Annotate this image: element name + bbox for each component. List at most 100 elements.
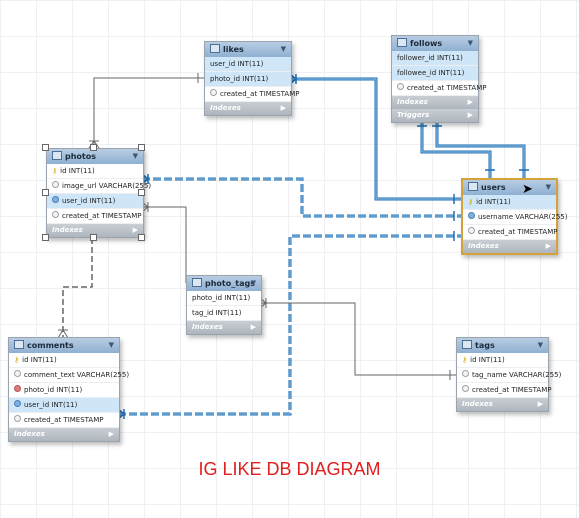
column-label: created_at TIMESTAMP <box>62 212 142 220</box>
chevron-down-icon[interactable]: ▼ <box>250 279 256 287</box>
triangle-right-icon: ▶ <box>467 111 473 119</box>
link-follows-users-a <box>420 123 492 178</box>
column-row[interactable]: photo_id INT(11) <box>205 72 291 87</box>
column-row[interactable]: created_at TIMESTAMP <box>47 209 143 224</box>
table-name: tags <box>475 341 495 350</box>
column-row[interactable]: photo_id INT(11) <box>9 383 119 398</box>
diagram-caption: IG LIKE DB DIAGRAM <box>198 459 381 479</box>
table-likes[interactable]: likes ▼ user_id INT(11) photo_id INT(11)… <box>204 41 299 116</box>
table-photo-tags[interactable]: photo_tags ▼ photo_id INT(11) tag_id INT… <box>186 275 262 335</box>
table-users[interactable]: users ▼ ⚷id INT(11) username VARCHAR(255… <box>461 178 568 255</box>
selection-handle[interactable] <box>138 144 145 151</box>
selection-handle[interactable] <box>138 189 145 196</box>
column-dot-icon <box>52 211 59 218</box>
section-indexes[interactable]: Indexes▶ <box>47 224 143 237</box>
table-header[interactable]: comments ▼ <box>9 338 119 353</box>
section-indexes[interactable]: Indexes▶ <box>187 321 261 334</box>
selection-handle[interactable] <box>42 144 49 151</box>
table-follows[interactable]: follows ▼ follower_id INT(11) followee_i… <box>391 35 486 123</box>
table-tags[interactable]: tags ▼ ⚷id INT(11) tag_name VARCHAR(255)… <box>456 337 561 412</box>
column-row[interactable]: created_at TIMESTAMP <box>205 87 299 102</box>
column-row[interactable]: tag_name VARCHAR(255) <box>457 368 561 383</box>
column-row[interactable]: ⚷id INT(11) <box>457 353 548 368</box>
column-row[interactable]: user_id INT(11) <box>9 398 119 413</box>
table-icon <box>397 38 407 47</box>
column-row[interactable]: ⚷id INT(11) <box>463 195 556 210</box>
table-header[interactable]: tags ▼ <box>457 338 548 353</box>
section-indexes[interactable]: Indexes▶ <box>392 96 478 109</box>
column-row[interactable]: username VARCHAR(255) <box>463 210 568 225</box>
column-row[interactable]: user_id INT(11) <box>47 194 143 209</box>
column-row[interactable]: created_at TIMESTAMP <box>457 383 552 398</box>
section-label: Indexes <box>462 400 493 408</box>
selection-handle[interactable] <box>42 234 49 241</box>
section-indexes[interactable]: Indexes▶ <box>463 240 556 253</box>
section-triggers[interactable]: Triggers▶ <box>392 109 478 122</box>
column-label: created_at TIMESTAMP <box>478 228 558 236</box>
table-header[interactable]: photos ▼ <box>47 149 143 164</box>
column-row[interactable]: created_at TIMESTAMP <box>463 225 558 240</box>
column-label: id INT(11) <box>476 198 511 206</box>
table-photos[interactable]: photos ▼ ⚷id INT(11) image_url VARCHAR(2… <box>46 148 151 238</box>
column-label: photo_id INT(11) <box>210 75 269 83</box>
column-row[interactable]: followee_id INT(11) <box>392 66 478 81</box>
column-row[interactable]: comment_text VARCHAR(255) <box>9 368 129 383</box>
column-dot-icon <box>14 370 21 377</box>
column-dot-icon <box>14 400 21 407</box>
triangle-right-icon: ▶ <box>545 242 551 250</box>
column-dot-icon <box>468 212 475 219</box>
selection-handle[interactable] <box>42 189 49 196</box>
table-header[interactable]: photo_tags ▼ <box>187 276 261 291</box>
key-icon: ⚷ <box>52 167 58 175</box>
link-phototags-photos <box>142 206 187 283</box>
column-label: username VARCHAR(255) <box>478 213 568 221</box>
section-indexes[interactable]: Indexes▶ <box>205 102 291 115</box>
section-label: Indexes <box>210 104 241 112</box>
column-row[interactable]: tag_id INT(11) <box>187 306 261 321</box>
column-dot-icon <box>52 196 59 203</box>
column-dot-icon <box>52 181 59 188</box>
column-row[interactable]: created_at TIMESTAMP <box>392 81 486 96</box>
triangle-right-icon: ▶ <box>250 323 256 331</box>
chevron-down-icon[interactable]: ▼ <box>467 39 473 47</box>
key-icon: ⚷ <box>14 356 20 364</box>
section-label: Indexes <box>52 226 83 234</box>
section-indexes[interactable]: Indexes▶ <box>9 428 119 441</box>
chevron-down-icon[interactable]: ▼ <box>132 152 138 160</box>
column-dot-icon <box>14 385 21 392</box>
table-comments[interactable]: comments ▼ ⚷id INT(11) comment_text VARC… <box>8 337 129 442</box>
column-label: id INT(11) <box>60 167 95 175</box>
table-icon <box>52 151 62 160</box>
selection-handle[interactable] <box>90 144 97 151</box>
chevron-down-icon[interactable]: ▼ <box>280 45 286 53</box>
chevron-down-icon[interactable]: ▼ <box>545 183 551 191</box>
column-row[interactable]: created_at TIMESTAMP <box>9 413 119 428</box>
column-label: created_at TIMESTAMP <box>472 386 552 394</box>
selection-handle[interactable] <box>90 234 97 241</box>
key-icon: ⚷ <box>462 356 468 364</box>
column-row[interactable]: ⚷id INT(11) <box>9 353 119 368</box>
table-name: photos <box>65 152 96 161</box>
column-label: tag_id INT(11) <box>192 309 242 317</box>
column-label: comment_text VARCHAR(255) <box>24 371 130 379</box>
key-icon: ⚷ <box>468 198 474 206</box>
column-row[interactable]: photo_id INT(11) <box>187 291 261 306</box>
section-indexes[interactable]: Indexes▶ <box>457 398 548 411</box>
table-header[interactable]: users ▼ <box>463 180 556 195</box>
selection-handle[interactable] <box>138 234 145 241</box>
column-label: id INT(11) <box>22 356 57 364</box>
section-label: Indexes <box>397 98 428 106</box>
column-row[interactable]: user_id INT(11) <box>205 57 291 72</box>
column-row[interactable]: ⚷id INT(11) <box>47 164 143 179</box>
column-row[interactable]: image_url VARCHAR(255) <box>47 179 151 194</box>
chevron-down-icon[interactable]: ▼ <box>108 341 114 349</box>
column-row[interactable]: follower_id INT(11) <box>392 51 478 66</box>
table-icon <box>192 278 202 287</box>
table-header[interactable]: follows ▼ <box>392 36 478 51</box>
column-dot-icon <box>397 83 404 90</box>
chevron-down-icon[interactable]: ▼ <box>537 341 543 349</box>
table-header[interactable]: likes ▼ <box>205 42 291 57</box>
column-label: user_id INT(11) <box>24 401 78 409</box>
